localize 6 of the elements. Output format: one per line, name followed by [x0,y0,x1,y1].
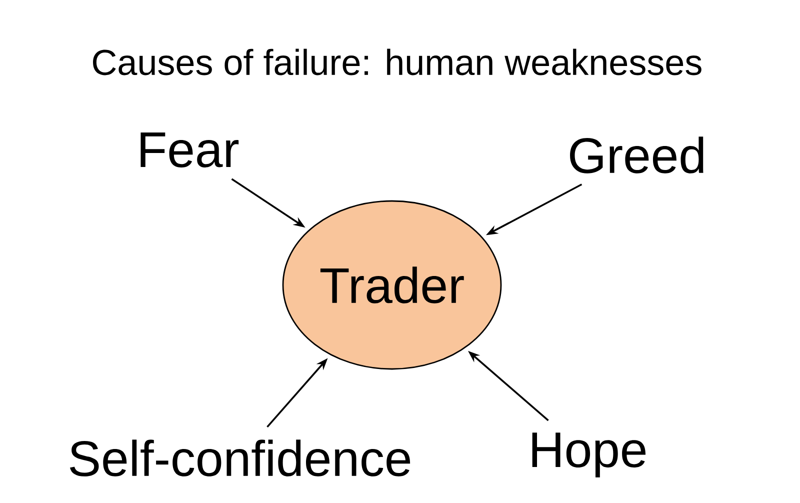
word-label: Greed [570,136,704,174]
word-label: Hope [532,432,646,478]
title: Causes of failure: human weaknesses [93,48,702,76]
ellipse-node: Trader [282,200,502,370]
word-label: Self-confidence [70,440,410,476]
word-label: Fear [140,132,239,168]
